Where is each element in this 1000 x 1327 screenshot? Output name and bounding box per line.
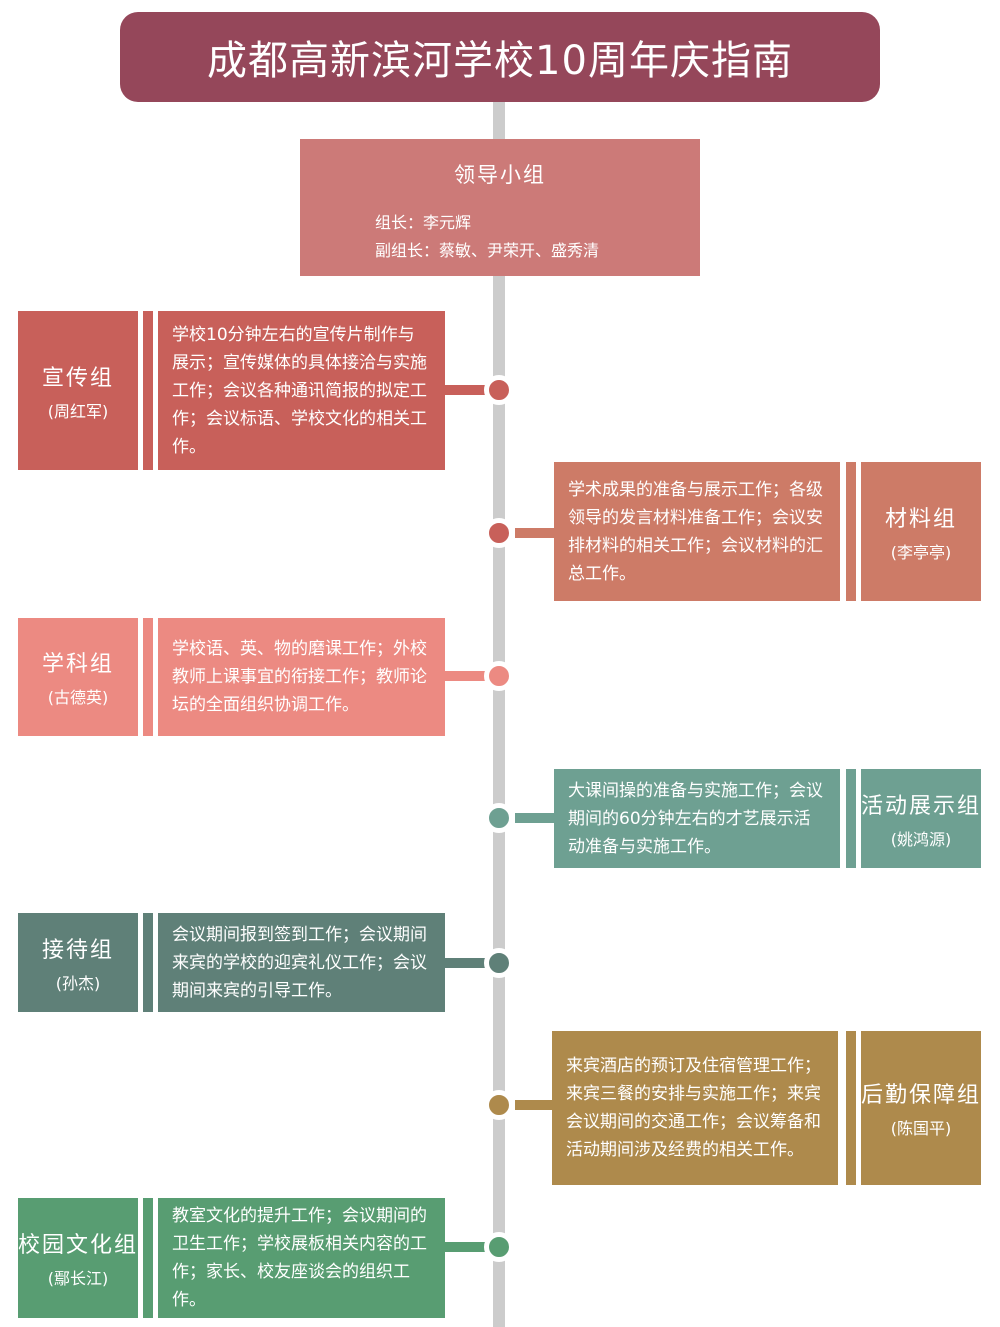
group-name-box: 接待组 (孙杰) bbox=[18, 913, 138, 1012]
group-leader: (陈国平) bbox=[890, 1119, 952, 1138]
timeline-dot bbox=[484, 1090, 514, 1120]
group-leader: (鄢长江) bbox=[47, 1269, 109, 1288]
timeline-dot bbox=[484, 948, 514, 978]
connector bbox=[445, 671, 485, 681]
group-name-box: 宣传组 (周红军) bbox=[18, 311, 138, 470]
group-description: 学校10分钟左右的宣传片制作与展示；宣传媒体的具体接洽与实施工作；会议各种通讯简… bbox=[158, 311, 445, 470]
connector bbox=[515, 813, 555, 823]
group-name: 宣传组 bbox=[41, 365, 114, 391]
group-leader: (周红军) bbox=[47, 401, 109, 421]
group-description-text: 学校10分钟左右的宣传片制作与展示；宣传媒体的具体接洽与实施工作；会议各种通讯简… bbox=[172, 324, 427, 457]
group-name: 后勤保障组 bbox=[861, 1083, 982, 1108]
group-name-box: 后勤保障组 (陈国平) bbox=[861, 1031, 981, 1185]
page-title: 成都高新滨河学校10周年庆指南 bbox=[120, 12, 880, 102]
group-description-text: 大课间操的准备与实施工作；会议期间的60分钟左右的才艺展示活动准备与实施工作。 bbox=[568, 780, 823, 857]
group-stripe bbox=[143, 913, 153, 1012]
leader-deputies: 副组长：蔡敏、尹荣开、盛秀清 bbox=[375, 241, 600, 260]
group-description-text: 学校语、英、物的磨课工作；外校教师上课事宜的衔接工作；教师论坛的全面组织协调工作… bbox=[172, 639, 427, 715]
connector bbox=[445, 385, 485, 395]
group-leader: (姚鸿源) bbox=[890, 829, 952, 849]
group-stripe bbox=[143, 618, 153, 736]
group-description-text: 学术成果的准备与展示工作；各级领导的发言材料准备工作；会议安排材料的相关工作；会… bbox=[568, 479, 823, 584]
group-description: 学术成果的准备与展示工作；各级领导的发言材料准备工作；会议安排材料的相关工作；会… bbox=[554, 462, 840, 601]
timeline-dot bbox=[484, 803, 514, 833]
group-name: 材料组 bbox=[884, 506, 957, 532]
connector bbox=[445, 958, 485, 968]
connector bbox=[445, 1242, 485, 1252]
group-stripe bbox=[846, 769, 856, 868]
connector bbox=[515, 1100, 555, 1110]
timeline-dot bbox=[484, 518, 514, 548]
group-name: 活动展示组 bbox=[861, 793, 982, 819]
group-leader: (孙杰) bbox=[55, 973, 101, 993]
leadership-title: 领导小组 bbox=[454, 163, 546, 187]
group-description: 学校语、英、物的磨课工作；外校教师上课事宜的衔接工作；教师论坛的全面组织协调工作… bbox=[158, 618, 445, 736]
timeline-spine bbox=[493, 102, 505, 1327]
group-name-box: 材料组 (李亭亭) bbox=[861, 462, 981, 601]
group-description-text: 会议期间报到签到工作；会议期间来宾的学校的迎宾礼仪工作；会议期间来宾的引导工作。 bbox=[172, 924, 427, 1001]
group-leader: (李亭亭) bbox=[890, 542, 952, 562]
group-name: 校园文化组 bbox=[18, 1233, 139, 1258]
group-name-box: 校园文化组 (鄢长江) bbox=[18, 1198, 138, 1318]
group-description-text: 来宾酒店的预订及住宿管理工作；来宾三餐的安排与实施工作；来宾会议期间的交通工作；… bbox=[566, 1056, 821, 1160]
group-description: 大课间操的准备与实施工作；会议期间的60分钟左右的才艺展示活动准备与实施工作。 bbox=[554, 769, 840, 868]
timeline-dot bbox=[484, 661, 514, 691]
leader-head: 组长：李元辉 bbox=[375, 213, 472, 232]
group-stripe bbox=[846, 1031, 856, 1185]
connector bbox=[515, 528, 555, 538]
group-description: 来宾酒店的预订及住宿管理工作；来宾三餐的安排与实施工作；来宾会议期间的交通工作；… bbox=[552, 1031, 838, 1185]
group-name: 接待组 bbox=[41, 937, 114, 963]
group-description: 会议期间报到签到工作；会议期间来宾的学校的迎宾礼仪工作；会议期间来宾的引导工作。 bbox=[158, 913, 445, 1012]
group-name: 学科组 bbox=[41, 652, 114, 677]
group-leader: (古德英) bbox=[47, 688, 109, 707]
leadership-group-box: 领导小组 组长：李元辉 副组长：蔡敏、尹荣开、盛秀清 bbox=[300, 139, 700, 276]
group-stripe bbox=[143, 311, 153, 470]
timeline-dot bbox=[484, 375, 514, 405]
group-stripe bbox=[846, 462, 856, 601]
group-name-box: 活动展示组 (姚鸿源) bbox=[861, 769, 981, 868]
group-description: 教室文化的提升工作；会议期间的卫生工作；学校展板相关内容的工作；家长、校友座谈会… bbox=[158, 1198, 445, 1318]
group-name-box: 学科组 (古德英) bbox=[18, 618, 138, 736]
group-stripe bbox=[143, 1198, 153, 1318]
timeline-dot bbox=[484, 1232, 514, 1262]
group-description-text: 教室文化的提升工作；会议期间的卫生工作；学校展板相关内容的工作；家长、校友座谈会… bbox=[172, 1206, 427, 1310]
